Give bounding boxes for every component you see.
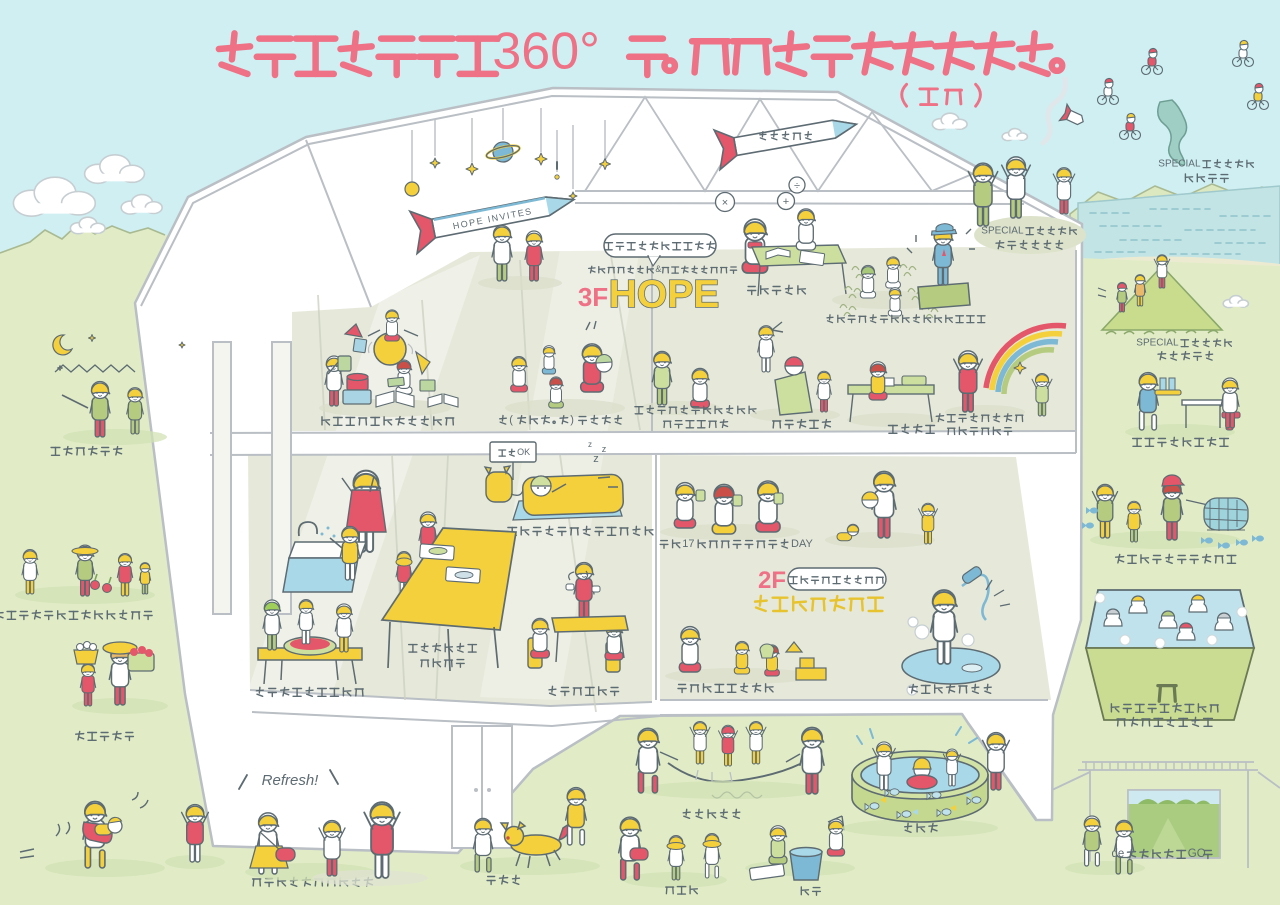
svg-text:SPECIAL: SPECIAL — [1158, 159, 1201, 170]
svg-text:360°: 360° — [492, 23, 600, 81]
svg-text:(: ( — [509, 414, 513, 426]
svg-text:2F: 2F — [758, 567, 786, 594]
svg-text:3F: 3F — [578, 282, 608, 312]
svg-text:SPECIAL: SPECIAL — [1136, 338, 1179, 349]
svg-text:&: & — [655, 264, 661, 274]
svg-text:GO: GO — [1188, 848, 1206, 860]
svg-text:÷: ÷ — [794, 180, 800, 192]
svg-text:DAY: DAY — [791, 538, 813, 550]
svg-text:17: 17 — [682, 538, 694, 550]
svg-text:×: × — [722, 197, 728, 209]
svg-text:+: + — [783, 196, 789, 208]
svg-text:OK: OK — [517, 447, 530, 457]
svg-text:HOPE: HOPE — [609, 273, 720, 316]
svg-text:SPECIAL: SPECIAL — [981, 226, 1024, 237]
svg-text:): ) — [570, 414, 574, 426]
svg-text:z: z — [593, 453, 599, 465]
svg-text:z: z — [588, 440, 592, 449]
svg-text:Refresh!: Refresh! — [262, 772, 320, 789]
svg-text:de: de — [1112, 848, 1125, 860]
svg-text:z: z — [602, 444, 607, 454]
